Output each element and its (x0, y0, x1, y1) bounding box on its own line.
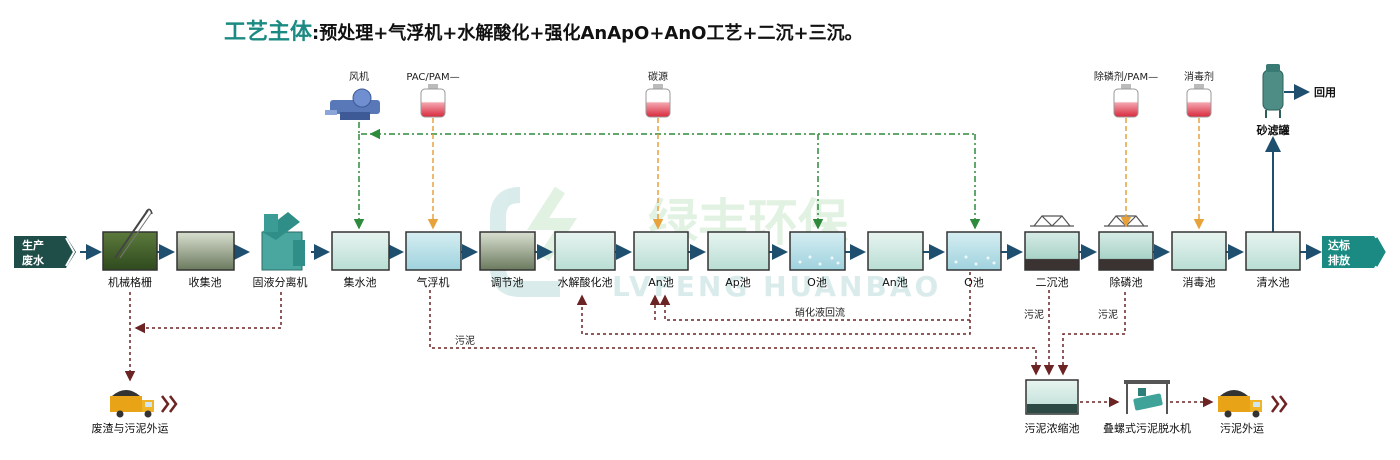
recycle-label: 硝化液回流 (795, 306, 845, 319)
dewatering-machine: 叠螺式污泥脱水机 (1103, 380, 1191, 435)
tank-screen: 机械格栅 (102, 208, 158, 289)
sludge-label-clarifier: 污泥 (1024, 308, 1044, 321)
tank-equalization: 调节池 (479, 231, 536, 289)
tank-an-1: An池 (633, 231, 689, 289)
sludge-lines (124, 290, 1214, 408)
tank-label: 收集池 (189, 275, 222, 289)
tank-label: O池 (964, 276, 984, 289)
outlet-label-2: 排放 (1328, 253, 1351, 267)
tank-daf: 气浮机 (405, 231, 462, 289)
tank-disinfection: 消毒池 (1171, 231, 1227, 289)
page-title: 工艺主体 : 预处理+气浮机+水解酸化+强化AnApO+AnO工艺+二沉+三沉。 (224, 14, 863, 46)
truck-icon: 废渣与污泥外运 (92, 390, 178, 435)
dosing-label: 碳源 (648, 70, 668, 83)
tank-label: 机械格栅 (108, 275, 152, 289)
tank-an-2: An池 (867, 231, 924, 289)
thickener-label: 污泥浓缩池 (1025, 422, 1080, 435)
tank-label: O池 (807, 276, 827, 289)
truck-label: 污泥外运 (1220, 422, 1264, 435)
tank-p-removal: 除磷池 (1098, 215, 1154, 289)
sludge-label-main: 污泥 (455, 334, 475, 347)
inlet-label-1: 生产 (22, 238, 44, 252)
sludge-label-p-tank: 污泥 (1098, 308, 1118, 321)
outlet-label-1: 达标 (1328, 238, 1350, 252)
tank-collection: 收集池 (176, 231, 235, 289)
sludge-thickener: 污泥浓缩池 (1025, 379, 1080, 435)
dosing-disinfectant: 消毒剂 (1184, 70, 1214, 230)
title-sep: : (312, 23, 320, 44)
tank-o-2: O池 (946, 231, 1002, 289)
tank-label: 消毒池 (1183, 275, 1216, 289)
truck-icon: 污泥外运 (1218, 390, 1288, 435)
tank-secondary-clarifier: 二沉池 (1024, 215, 1080, 289)
tank-label: An池 (882, 276, 908, 289)
air-line (353, 122, 981, 230)
inlet-label-2: 废水 (22, 253, 45, 267)
tank-sump: 集水池 (331, 231, 390, 289)
tank-label: 清水池 (1257, 276, 1290, 289)
tank-o-1: O池 (789, 231, 846, 289)
blower-label: 风机 (349, 70, 369, 83)
tank-clear-water: 清水池 (1245, 231, 1301, 289)
outlet-tag: 达标 排放 (1322, 236, 1386, 268)
dewater-label: 叠螺式污泥脱水机 (1103, 421, 1191, 435)
truck-label: 废渣与污泥外运 (92, 421, 169, 435)
tank-label: 水解酸化池 (558, 275, 613, 289)
sand-filter: 砂滤罐 回用 (1257, 64, 1336, 137)
tank-label: 除磷池 (1110, 275, 1143, 289)
tank-label: 调节池 (491, 276, 524, 289)
reuse-label: 回用 (1314, 85, 1336, 99)
title-lead: 工艺主体 (224, 20, 313, 45)
title-text: 预处理+气浮机+水解酸化+强化AnApO+AnO工艺+二沉+三沉。 (319, 23, 863, 44)
tank-label: 气浮机 (417, 275, 450, 289)
tank-label: Ap池 (725, 276, 751, 289)
tank-ap: Ap池 (707, 231, 770, 289)
dosing-label: 消毒剂 (1184, 70, 1214, 83)
dosing-label: PAC/PAM— (406, 72, 459, 83)
dosing-pac-pam: PAC/PAM— (406, 72, 460, 230)
dosing-carbon: 碳源 (645, 70, 671, 230)
tank-label: 二沉池 (1036, 276, 1069, 289)
blower: 风机 (325, 70, 380, 120)
tank-separator: 固液分离机 (253, 212, 308, 289)
dosing-label: 除磷剂/PAM— (1094, 70, 1158, 83)
main-flow-line (80, 84, 1322, 260)
tank-hydrolysis: 水解酸化池 (554, 231, 616, 289)
inlet-tag: 生产 废水 (14, 236, 76, 268)
tank-label: 固液分离机 (253, 275, 308, 289)
dosing-p-removal: 除磷剂/PAM— (1094, 70, 1158, 228)
recycle-line (576, 272, 971, 335)
sand-filter-label: 砂滤罐 (1257, 123, 1290, 137)
tank-label: An池 (648, 276, 674, 289)
tank-label: 集水池 (344, 275, 377, 289)
